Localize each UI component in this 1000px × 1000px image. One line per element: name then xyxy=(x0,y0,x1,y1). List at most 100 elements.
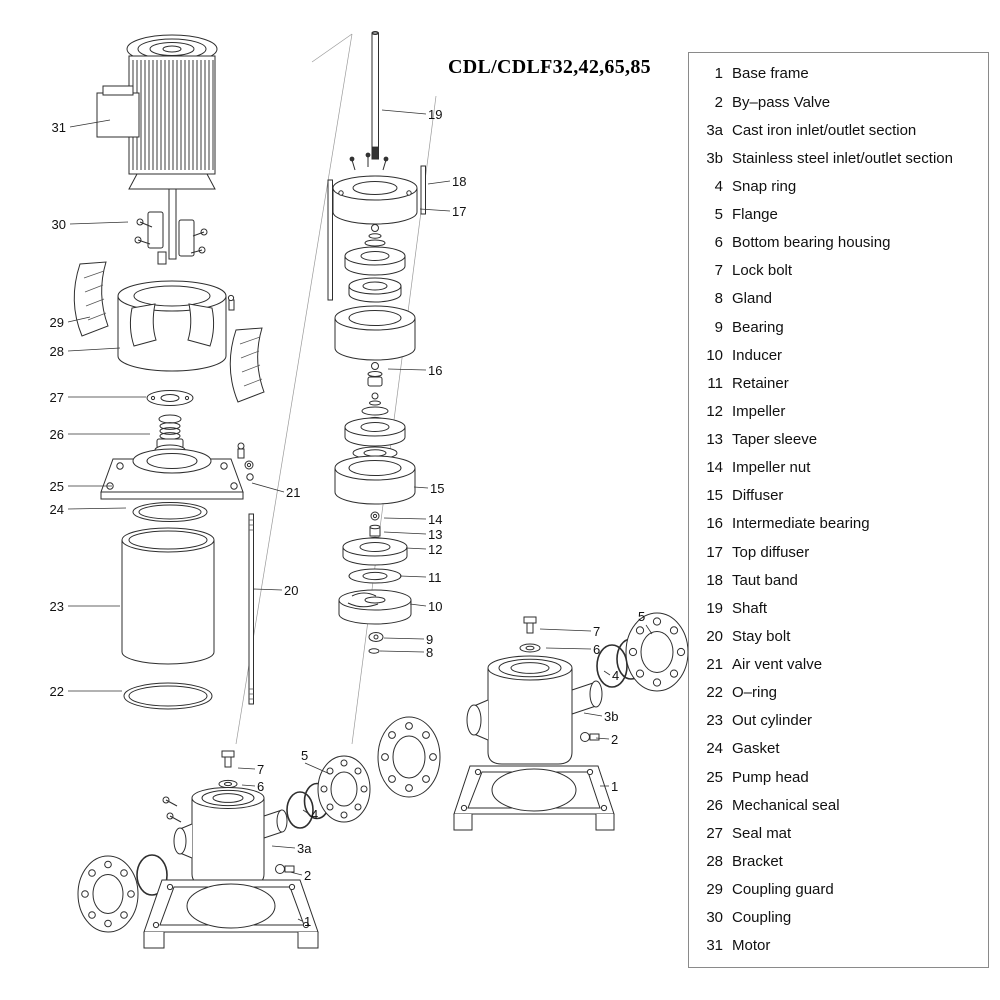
part-label: Diffuser xyxy=(732,487,784,505)
callout-label: 31 xyxy=(52,120,66,135)
part-label: Stainless steel inlet/outlet section xyxy=(732,149,953,167)
exploded-view-svg: 3130292827262524232219181716151413121110… xyxy=(50,31,689,949)
diagram-title: CDL/CDLF32,42,65,85 xyxy=(448,56,651,78)
callout-label: 2 xyxy=(304,868,311,883)
callout-label: 6 xyxy=(593,642,600,657)
part-label: O–ring xyxy=(732,684,778,702)
top-diffuser-drawing xyxy=(332,175,418,225)
callout-leader-line xyxy=(241,784,256,787)
part-number: 9 xyxy=(714,318,723,336)
part-label: Taper sleeve xyxy=(732,431,818,449)
bracket-drawing xyxy=(117,280,235,372)
callout-label: 7 xyxy=(257,762,264,777)
retainer-stack-drawing-1 xyxy=(348,277,402,303)
part-label: Pump head xyxy=(732,768,809,786)
stage-screws-drawing xyxy=(349,152,389,171)
part-label: Gasket xyxy=(732,740,780,758)
callout-label: 17 xyxy=(452,204,466,219)
parts-list-row: 26 Mechanical seal xyxy=(689,791,984,819)
callout-leader-line xyxy=(379,650,425,653)
part-label: Bottom bearing housing xyxy=(732,234,891,252)
callout-label: 29 xyxy=(50,315,64,330)
parts-list-row: 10 Inducer xyxy=(689,341,984,369)
part-number: 22 xyxy=(706,684,723,702)
callout-layer: 3130292827262524232219181716151413121110… xyxy=(50,107,653,929)
callout-leader-line xyxy=(409,603,427,607)
part-label: Impeller nut xyxy=(732,459,811,477)
callout-leader-line xyxy=(271,845,296,849)
callout-leader-line xyxy=(405,547,427,550)
callout-label: 1 xyxy=(304,914,311,929)
part-number: 24 xyxy=(706,740,723,758)
taut-band-drawing xyxy=(327,165,426,301)
parts-list-row: 9 Bearing xyxy=(689,313,984,341)
callout-leader-line xyxy=(67,347,121,352)
part-number: 27 xyxy=(706,824,723,842)
parts-list-row: 23 Out cylinder xyxy=(689,707,984,735)
flange-3b-drawing xyxy=(625,612,689,692)
part-number: 20 xyxy=(706,627,723,645)
callout-label: 27 xyxy=(50,390,64,405)
parts-list-row: 4 Snap ring xyxy=(689,173,984,201)
part-number: 29 xyxy=(706,881,723,899)
part-number: 1 xyxy=(714,65,723,83)
part-number: 3a xyxy=(706,121,723,139)
o-ring-drawing xyxy=(123,682,213,710)
parts-list-row: 11 Retainer xyxy=(689,369,984,397)
callout-label: 9 xyxy=(426,632,433,647)
part-label: Coupling guard xyxy=(732,881,834,899)
parts-list-row: 21 Air vent valve xyxy=(689,651,984,679)
callout-leader-line xyxy=(603,670,611,676)
part-number: 17 xyxy=(706,543,723,561)
callout-leader-line xyxy=(302,809,310,815)
callout-leader-line xyxy=(399,575,427,578)
part-number: 31 xyxy=(706,937,723,955)
callout-label: 4 xyxy=(311,807,318,822)
part-label: Air vent valve xyxy=(732,656,823,674)
bypass-valve-3a-drawing xyxy=(275,864,295,874)
callout-leader-line xyxy=(237,767,256,770)
base-frame-3b-drawing xyxy=(453,765,615,831)
callout-leader-line xyxy=(67,507,127,510)
motor-drawing xyxy=(96,34,218,260)
callout-label: 3b xyxy=(604,709,618,724)
callout-leader-line xyxy=(251,482,285,493)
callout-label: 15 xyxy=(430,481,444,496)
bottom-bearing-housing-3a-drawing xyxy=(218,779,238,789)
callout-label: 14 xyxy=(428,512,442,527)
callout-label: 8 xyxy=(426,645,433,660)
impeller-drawing-12 xyxy=(342,536,408,566)
callout-label: 30 xyxy=(52,217,66,232)
seal-mat-drawing xyxy=(146,390,194,406)
parts-list-row: 8 Gland xyxy=(689,285,984,313)
callout-leader-line xyxy=(289,871,303,876)
parts-list-row: 27 Seal mat xyxy=(689,819,984,847)
callout-leader-line xyxy=(383,637,425,640)
bottom-bearing-housing-3b-drawing xyxy=(519,643,541,653)
part-label: Motor xyxy=(732,937,771,955)
parts-list-row: 15 Diffuser xyxy=(689,482,984,510)
parts-list-row: 19 Shaft xyxy=(689,594,984,622)
stay-bolt-drawing xyxy=(248,513,254,705)
callout-label: 21 xyxy=(286,485,300,500)
shaft-drawing xyxy=(371,31,379,160)
parts-list-row: 5 Flange xyxy=(689,201,984,229)
parts-list-row: 3a Cast iron inlet/outlet section xyxy=(689,116,984,144)
callout-leader-line xyxy=(413,486,429,489)
diffuser-stack-drawing-1 xyxy=(334,305,416,361)
part-label: By–pass Valve xyxy=(732,93,831,111)
callout-label: 19 xyxy=(428,107,442,122)
callout-label: 6 xyxy=(257,779,264,794)
parts-list-row: 16 Intermediate bearing xyxy=(689,510,984,538)
callout-leader-line xyxy=(427,180,451,185)
part-number: 8 xyxy=(714,290,723,308)
callout-label: 20 xyxy=(284,583,298,598)
callout-label: 16 xyxy=(428,363,442,378)
parts-list-row: 25 Pump head xyxy=(689,763,984,791)
part-number: 5 xyxy=(714,206,723,224)
parts-list-row: 7 Lock bolt xyxy=(689,257,984,285)
parts-list-row: 24 Gasket xyxy=(689,735,984,763)
callout-leader-line xyxy=(645,624,653,635)
part-number: 4 xyxy=(714,177,723,195)
callout-label: 22 xyxy=(50,684,64,699)
